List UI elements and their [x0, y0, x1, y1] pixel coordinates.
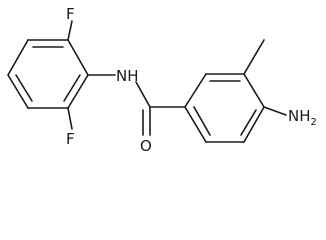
- bond-ring-amino: [263, 106, 287, 116]
- amide-nh-label: NH: [116, 67, 139, 85]
- ring-a-double-3: [63, 74, 81, 102]
- ring-b-bond-3: [243, 106, 265, 143]
- ring-a-bond-5: [7, 39, 29, 76]
- fluorine-top-label: F: [66, 5, 75, 23]
- molecule-structure: F F NH O NH2: [7, 5, 317, 155]
- ring-b-bond-1: [184, 106, 207, 143]
- ring-b-double-2: [240, 109, 257, 136]
- amino-h2-subscript: 2: [311, 117, 317, 128]
- amino-nh-text: NH: [288, 107, 311, 125]
- ring-a-bond-2: [67, 74, 89, 109]
- ring-a-bond-1: [67, 39, 89, 76]
- ring-a-bond-4: [7, 74, 29, 109]
- bond-c-f-bottom: [67, 107, 73, 130]
- fluorine-bottom-label: F: [66, 130, 75, 148]
- bond-n-carbonyl: [135, 81, 151, 108]
- bond-methyl: [243, 39, 265, 75]
- difluorophenyl-ring: [7, 39, 89, 109]
- ring-b-bond-6: [184, 73, 207, 108]
- ring-b-bond-4: [243, 73, 265, 108]
- amino-nh-label: NH2: [288, 107, 317, 128]
- benzamide-ring: [184, 73, 265, 143]
- ring-a-double-2: [15, 74, 33, 102]
- ring-b-double-1: [193, 106, 211, 136]
- carbonyl-o-label: O: [140, 137, 152, 155]
- bond-c-f-top: [67, 20, 73, 41]
